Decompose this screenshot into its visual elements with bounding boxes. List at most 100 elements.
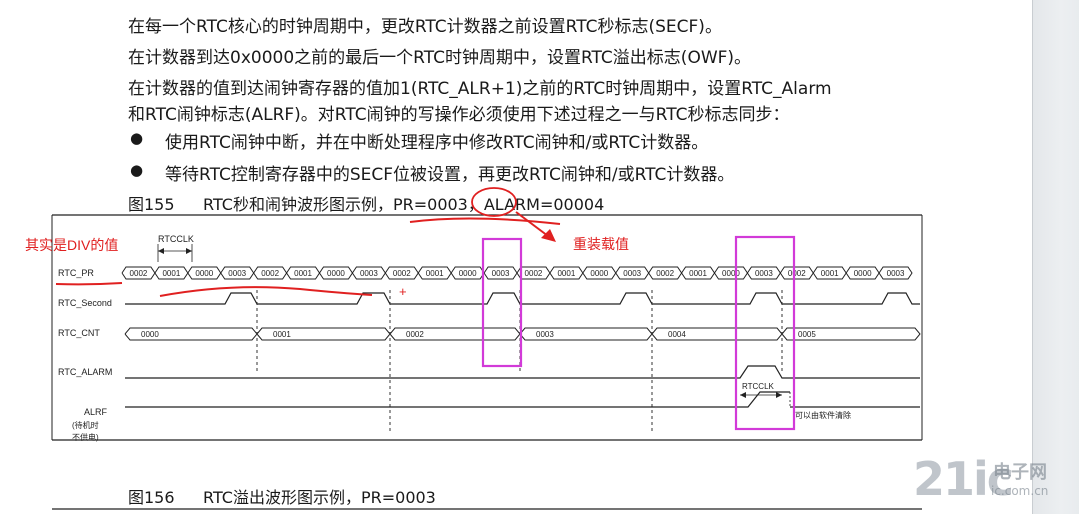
pr-value: 0000 [722, 269, 740, 278]
figure-155-number: 图155 [128, 195, 175, 214]
bullet-icon: ● [130, 129, 144, 147]
rtc-second-label: RTC_Second [58, 298, 112, 308]
paragraph-alarm-1: 在计数器的值到达闹钟寄存器的值加1(RTC_ALR+1)之前的RTC时钟周期中，… [128, 79, 832, 99]
cnt-segment [781, 327, 921, 341]
pr-segment [286, 266, 321, 280]
cnt-segment [124, 327, 258, 341]
rtcclk-label: RTCCLK [158, 234, 194, 244]
cnt-value: 0005 [798, 330, 816, 339]
paragraph-secf: 在每一个RTC核心的时钟周期中，更改RTC计数器之前设置RTC秒标志(SECF)… [128, 17, 722, 37]
pr-value: 0001 [689, 269, 707, 278]
alrf-note: 可以由软件清除 [795, 410, 851, 420]
highlight-box-1 [481, 237, 523, 368]
pr-value: 0000 [195, 269, 213, 278]
pr-value: 0001 [557, 269, 575, 278]
cnt-segment [256, 327, 391, 341]
pr-value: 0002 [130, 269, 148, 278]
pr-value: 0002 [788, 269, 806, 278]
rtc-alarm-label: RTC_ALARM [58, 367, 112, 377]
pr-segment [845, 266, 880, 280]
pr-value: 0002 [525, 269, 543, 278]
pr-segment [450, 266, 485, 280]
pr-segment [417, 266, 452, 280]
cnt-value: 0004 [668, 330, 686, 339]
cnt-segment [651, 327, 783, 341]
rtc-pr-label: RTC_PR [58, 268, 94, 278]
alrf-wave [125, 391, 790, 408]
pr-segment [253, 266, 288, 280]
pr-segment [681, 266, 716, 280]
bullet-icon: ● [130, 161, 144, 179]
pr-segment [154, 266, 189, 280]
pr-value: 0000 [854, 269, 872, 278]
pr-value: 0002 [261, 269, 279, 278]
cnt-value: 0000 [141, 330, 159, 339]
pr-segment [779, 266, 814, 280]
figure-156-caption: RTC溢出波形图示例，PR=0003 [203, 488, 436, 507]
bullet-item-2: 等待RTC控制寄存器中的SECF位被设置，再更改RTC闹钟和/或RTC计数器。 [165, 165, 735, 185]
pr-value: 0003 [755, 269, 773, 278]
figure-155-caption: RTC秒和闹钟波形图示例，PR=0003，ALARM=00004 [203, 195, 605, 214]
pr-value: 0001 [426, 269, 444, 278]
cnt-value: 0002 [406, 330, 424, 339]
rtc-cnt-bus: 0000 0001 0002 0003 0004 0005 [124, 327, 921, 341]
pr-segment [549, 266, 584, 280]
rtc-cnt-label: RTC_CNT [58, 328, 100, 338]
highlight-box-2 [734, 235, 796, 431]
alrf-label: ALRF [84, 407, 108, 417]
pr-value: 0003 [492, 269, 510, 278]
pr-segment [582, 266, 617, 280]
red-stroke-second [159, 286, 373, 297]
pr-value: 0000 [327, 269, 345, 278]
second-pulse-train [125, 292, 920, 305]
pr-value: 0003 [360, 269, 378, 278]
cnt-value: 0003 [536, 330, 554, 339]
red-underline-caption [409, 217, 561, 225]
pr-segment [812, 266, 847, 280]
red-underline-pr [55, 282, 123, 286]
annotation-plus: + [399, 284, 407, 299]
pr-segment [714, 266, 749, 280]
figure-156-number: 图156 [128, 488, 175, 507]
watermark-logo-url: ic.com.cn [991, 484, 1049, 498]
pr-value: 0000 [459, 269, 477, 278]
watermark-logo-text: 21ic [913, 452, 1014, 506]
watermark-logo-cn: 电子网 [993, 462, 1047, 483]
pr-value: 0000 [590, 269, 608, 278]
rtc-second-wave [125, 292, 920, 305]
cnt-segment [389, 327, 521, 341]
pr-value: 0002 [393, 269, 411, 278]
alrf-sub-label: 不供电) [72, 432, 99, 442]
bullet-item-1: 使用RTC闹钟中断，并在中断处理程序中修改RTC闹钟和/或RTC计数器。 [165, 133, 709, 153]
pr-value: 0003 [228, 269, 246, 278]
pr-segment [483, 266, 518, 280]
red-arrow [515, 211, 549, 237]
annotation-div: 其实是DIV的值 [25, 237, 118, 253]
rtc-alarm-wave [125, 365, 920, 379]
pr-segment [220, 266, 255, 280]
pr-segment [878, 266, 913, 280]
pr-segment [648, 266, 683, 280]
pr-value: 0001 [821, 269, 839, 278]
cnt-segment [519, 327, 653, 341]
pr-value: 0001 [162, 269, 180, 278]
watermark-logo: 21ic 电子网 ic.com.cn [913, 452, 1073, 512]
alrf-sub-label: (待机时 [72, 420, 99, 430]
alarm-rtcclk-label: RTCCLK [742, 382, 775, 391]
scrollbar-gutter [1032, 0, 1079, 514]
pr-value: 0003 [623, 269, 641, 278]
cnt-value: 0001 [273, 330, 291, 339]
pr-segment [384, 266, 419, 280]
annotation-reload: 重装载值 [573, 236, 629, 252]
pr-segment [615, 266, 650, 280]
pr-segment [747, 266, 781, 280]
pr-segment [352, 266, 386, 280]
pr-segment [187, 266, 222, 280]
pr-value: 0001 [294, 269, 312, 278]
pr-segment [516, 266, 551, 280]
pr-value: 0002 [656, 269, 674, 278]
pr-segment [121, 266, 156, 280]
pr-value: 0003 [887, 269, 905, 278]
paragraph-owf: 在计数器到达0x0000之前的最后一个RTC时钟周期中，设置RTC溢出标志(OW… [128, 48, 752, 68]
paragraph-alarm-2: 和RTC闹钟标志(ALRF)。对RTC闹钟的写操作必须使用下述过程之一与RTC秒… [128, 105, 790, 125]
